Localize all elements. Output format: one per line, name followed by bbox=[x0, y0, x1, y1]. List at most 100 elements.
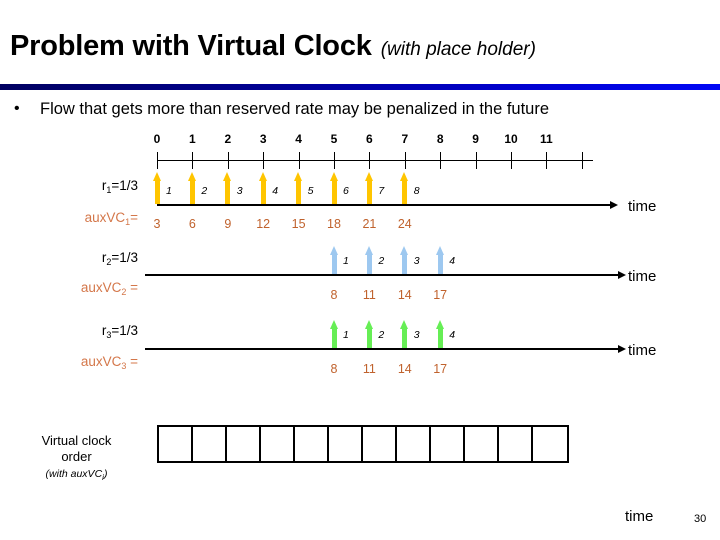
flow1-arrow-head-icon bbox=[152, 172, 161, 181]
page-title-suffix: (with place holder) bbox=[380, 39, 536, 60]
virtual-clock-order-cell[interactable] bbox=[295, 427, 329, 461]
virtual-clock-order-cell[interactable] bbox=[329, 427, 363, 461]
ruler-tick-label: 4 bbox=[295, 132, 302, 146]
ruler-tick-label: 6 bbox=[366, 132, 373, 146]
flow1-axis-line bbox=[157, 204, 610, 206]
flow1-packet-arrow bbox=[329, 172, 339, 204]
flow2-packet-index: 1 bbox=[343, 255, 349, 267]
flow2-arrow-head-icon bbox=[435, 246, 444, 255]
flow1-packet-arrow bbox=[400, 172, 409, 204]
flow3-packet-index: 4 bbox=[449, 329, 456, 341]
flow3-packet-arrow bbox=[329, 320, 339, 348]
flow1-arrow-head-icon bbox=[258, 172, 267, 181]
ruler-tick-label: 8 bbox=[436, 132, 444, 146]
bullet-marker-icon: • bbox=[14, 100, 20, 117]
virtual-clock-order-cell[interactable] bbox=[159, 427, 193, 461]
ruler-tick-label: 1 bbox=[189, 132, 196, 146]
flow1-rate-label: r1=1/3 bbox=[101, 178, 138, 195]
virtual-clock-order-cell[interactable] bbox=[363, 427, 397, 461]
virtual-clock-order-cell[interactable] bbox=[193, 427, 227, 461]
virtual-clock-order-cell[interactable] bbox=[499, 427, 533, 461]
flow1-time-label: time bbox=[628, 198, 657, 215]
flow2-arrow-stem bbox=[366, 254, 372, 274]
ruler-tick bbox=[263, 152, 265, 169]
flow2-packet-index: 3 bbox=[413, 255, 420, 267]
flow2-time-label: time bbox=[628, 268, 657, 285]
flow1-packet-arrow bbox=[152, 172, 162, 204]
flow1-packet-index: 6 bbox=[343, 185, 349, 197]
ruler-tick bbox=[298, 152, 300, 169]
flow1-arrow-stem bbox=[260, 180, 266, 204]
flow2-packet-index: 2 bbox=[378, 255, 385, 267]
flow1-packet-index: 5 bbox=[307, 185, 314, 197]
ruler-axis-line bbox=[157, 160, 593, 161]
flow1-axis-arrowhead-icon bbox=[610, 201, 618, 209]
flow2-auxvc-value: 17 bbox=[433, 288, 448, 302]
vco-note-sub: i bbox=[102, 473, 104, 483]
ruler-tick-label: 7 bbox=[401, 132, 409, 146]
ruler-tick-label: 9 bbox=[472, 132, 479, 146]
bullet-item: • Flow that gets more than reserved rate… bbox=[14, 99, 704, 119]
virtual-clock-order-cell[interactable] bbox=[431, 427, 465, 461]
virtual-clock-order-cell[interactable] bbox=[533, 427, 567, 461]
flow1-packet-index: 1 bbox=[166, 185, 172, 197]
flow2-auxvc-value: 8 bbox=[330, 288, 338, 302]
flow1-packet-index: 2 bbox=[201, 185, 208, 197]
flow1-arrow-head-icon bbox=[187, 172, 196, 181]
ruler-tick bbox=[511, 152, 512, 169]
slide-title: Problem with Virtual Clock (with place h… bbox=[10, 30, 710, 70]
flow1-auxvc-value: 18 bbox=[327, 217, 341, 231]
flow1-packet-index: 4 bbox=[272, 185, 279, 197]
flow1-packet-index: 7 bbox=[378, 185, 385, 197]
flow2-packet-arrow bbox=[364, 246, 374, 274]
ruler-tick-label: 10 bbox=[504, 132, 518, 146]
ruler-tick-label: 5 bbox=[330, 132, 338, 146]
flow3-packet-index: 3 bbox=[413, 329, 420, 341]
vco-note-prefix: (with auxVC bbox=[45, 468, 103, 480]
virtual-clock-order-cell[interactable] bbox=[465, 427, 499, 461]
flow2-rate-label: r2=1/3 bbox=[101, 250, 138, 267]
ruler-tick bbox=[404, 152, 406, 169]
flow1-arrow-head-icon bbox=[329, 172, 338, 181]
flow1-packet-arrow bbox=[364, 172, 374, 204]
virtual-clock-order-label: Virtual clock order (with auxVCi) bbox=[14, 433, 139, 486]
flow3-arrow-head-icon bbox=[400, 320, 409, 329]
flow1-arrow-stem bbox=[189, 180, 195, 204]
flow3-auxvc-value: 14 bbox=[397, 362, 412, 376]
virtual-clock-order-cell[interactable] bbox=[261, 427, 295, 461]
vco-note-suffix: ) bbox=[103, 468, 108, 480]
flow2-arrow-head-icon bbox=[364, 246, 373, 255]
flow1-packet-arrow bbox=[294, 172, 303, 204]
ruler-tick bbox=[157, 152, 158, 169]
virtual-clock-order-grid[interactable] bbox=[157, 425, 569, 463]
flow3-arrow-head-icon bbox=[329, 320, 338, 329]
flow3-arrow-head-icon bbox=[435, 320, 444, 329]
flow2-packet-arrow bbox=[329, 246, 339, 274]
flow3-auxvc-value: 11 bbox=[362, 362, 376, 376]
flow1-packet-arrow bbox=[258, 172, 268, 204]
flow1-arrow-head-icon bbox=[294, 172, 303, 181]
flow3-arrow-stem bbox=[331, 328, 337, 348]
ruler-tick bbox=[546, 152, 548, 169]
flow1-arrow-head-icon bbox=[400, 172, 409, 181]
ruler-tick bbox=[192, 152, 194, 169]
flow2-auxvc-value: 11 bbox=[362, 288, 376, 302]
flow3-packet-index: 2 bbox=[378, 329, 385, 341]
flow2-packet-arrow bbox=[400, 246, 409, 274]
flow3-auxvc-value: 17 bbox=[433, 362, 448, 376]
ruler-tick-label: 0 bbox=[153, 132, 161, 146]
flow1-arrow-head-icon bbox=[223, 172, 232, 181]
flow3-auxvc-label: auxVC3 = bbox=[80, 354, 138, 371]
flow1-auxvc-value: 24 bbox=[397, 217, 412, 231]
flow3-packet-index: 1 bbox=[343, 329, 349, 341]
flow3-packet-arrow bbox=[400, 320, 409, 348]
virtual-clock-order-cell[interactable] bbox=[227, 427, 261, 461]
flow3-rate-label: r3=1/3 bbox=[101, 323, 138, 340]
vco-label-line2: order bbox=[61, 449, 92, 464]
flow1-auxvc-label: auxVC1= bbox=[84, 210, 138, 227]
virtual-clock-order-cell[interactable] bbox=[397, 427, 431, 461]
page-number: 30 bbox=[694, 513, 707, 525]
flow2-packet-arrow bbox=[435, 246, 445, 274]
